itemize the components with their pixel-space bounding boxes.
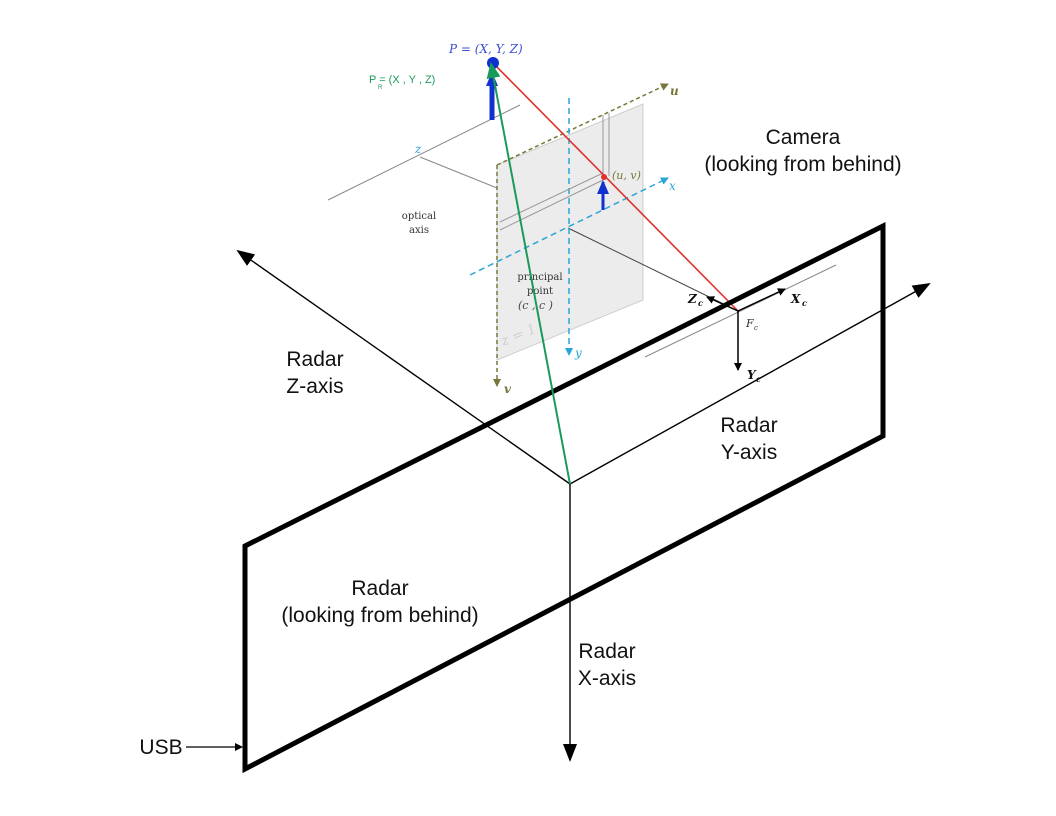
radar-z-label-1: Radar (286, 348, 343, 371)
optical-axis-line (327, 104, 521, 201)
label-point-pr: P = (X , Y , Z) (369, 74, 435, 86)
radar-title: Radar (351, 577, 408, 600)
svg-text:c: c (802, 298, 807, 308)
label-axis-x: x (669, 179, 676, 193)
radar-x-label-1: Radar (578, 640, 635, 663)
radar-y-axis (569, 283, 931, 485)
radar-board (242, 221, 886, 774)
radar-z-label-2: Z-axis (286, 375, 343, 398)
svg-text:c: c (698, 298, 703, 308)
radar-z-axis (236, 249, 571, 485)
label-uv: (u, v) (612, 169, 641, 182)
axis-u (496, 83, 669, 166)
point-p (487, 57, 499, 69)
label-cam-fc: F (745, 317, 754, 330)
label-axis-u: u (670, 84, 679, 98)
camera-title: Camera (766, 126, 841, 149)
label-cam-zc: Z (687, 292, 698, 306)
axis-x (469, 177, 669, 276)
label-point-p: P = (X, Y, Z) (448, 42, 523, 56)
label-principal-1: principal (517, 272, 562, 283)
label-optical-1: optical (402, 211, 436, 222)
label-cam-yc: Y (747, 368, 757, 382)
radar-x-label-2: X-axis (578, 667, 636, 690)
svg-text:c: c (754, 324, 758, 332)
label-cam-xc: X (790, 292, 801, 306)
radar-axes (236, 249, 931, 762)
usb-label: USB (139, 736, 182, 759)
projection-ray (493, 63, 739, 312)
label-axis-z: z (414, 142, 422, 156)
pixel-ruler (499, 113, 610, 231)
radar-subtitle: (looking from behind) (281, 604, 478, 627)
label-axis-v: v (504, 382, 512, 396)
radar-y-label-1: Radar (720, 414, 777, 437)
projected-point (601, 174, 607, 180)
camera-model: P = (X, Y, Z) P = (X , Y , Z) R optical … (327, 42, 837, 396)
radar-y-label-2: Y-axis (721, 441, 777, 464)
image-plane (496, 103, 644, 361)
label-pr-sub: R (378, 85, 383, 91)
radar-to-point-ray (486, 62, 571, 485)
label-optical-2: axis (409, 225, 429, 236)
label-principal-2: point (527, 286, 553, 297)
label-axis-y: y (574, 346, 582, 360)
cam-axis-xc (737, 288, 786, 312)
camera-subtitle: (looking from behind) (704, 153, 901, 176)
